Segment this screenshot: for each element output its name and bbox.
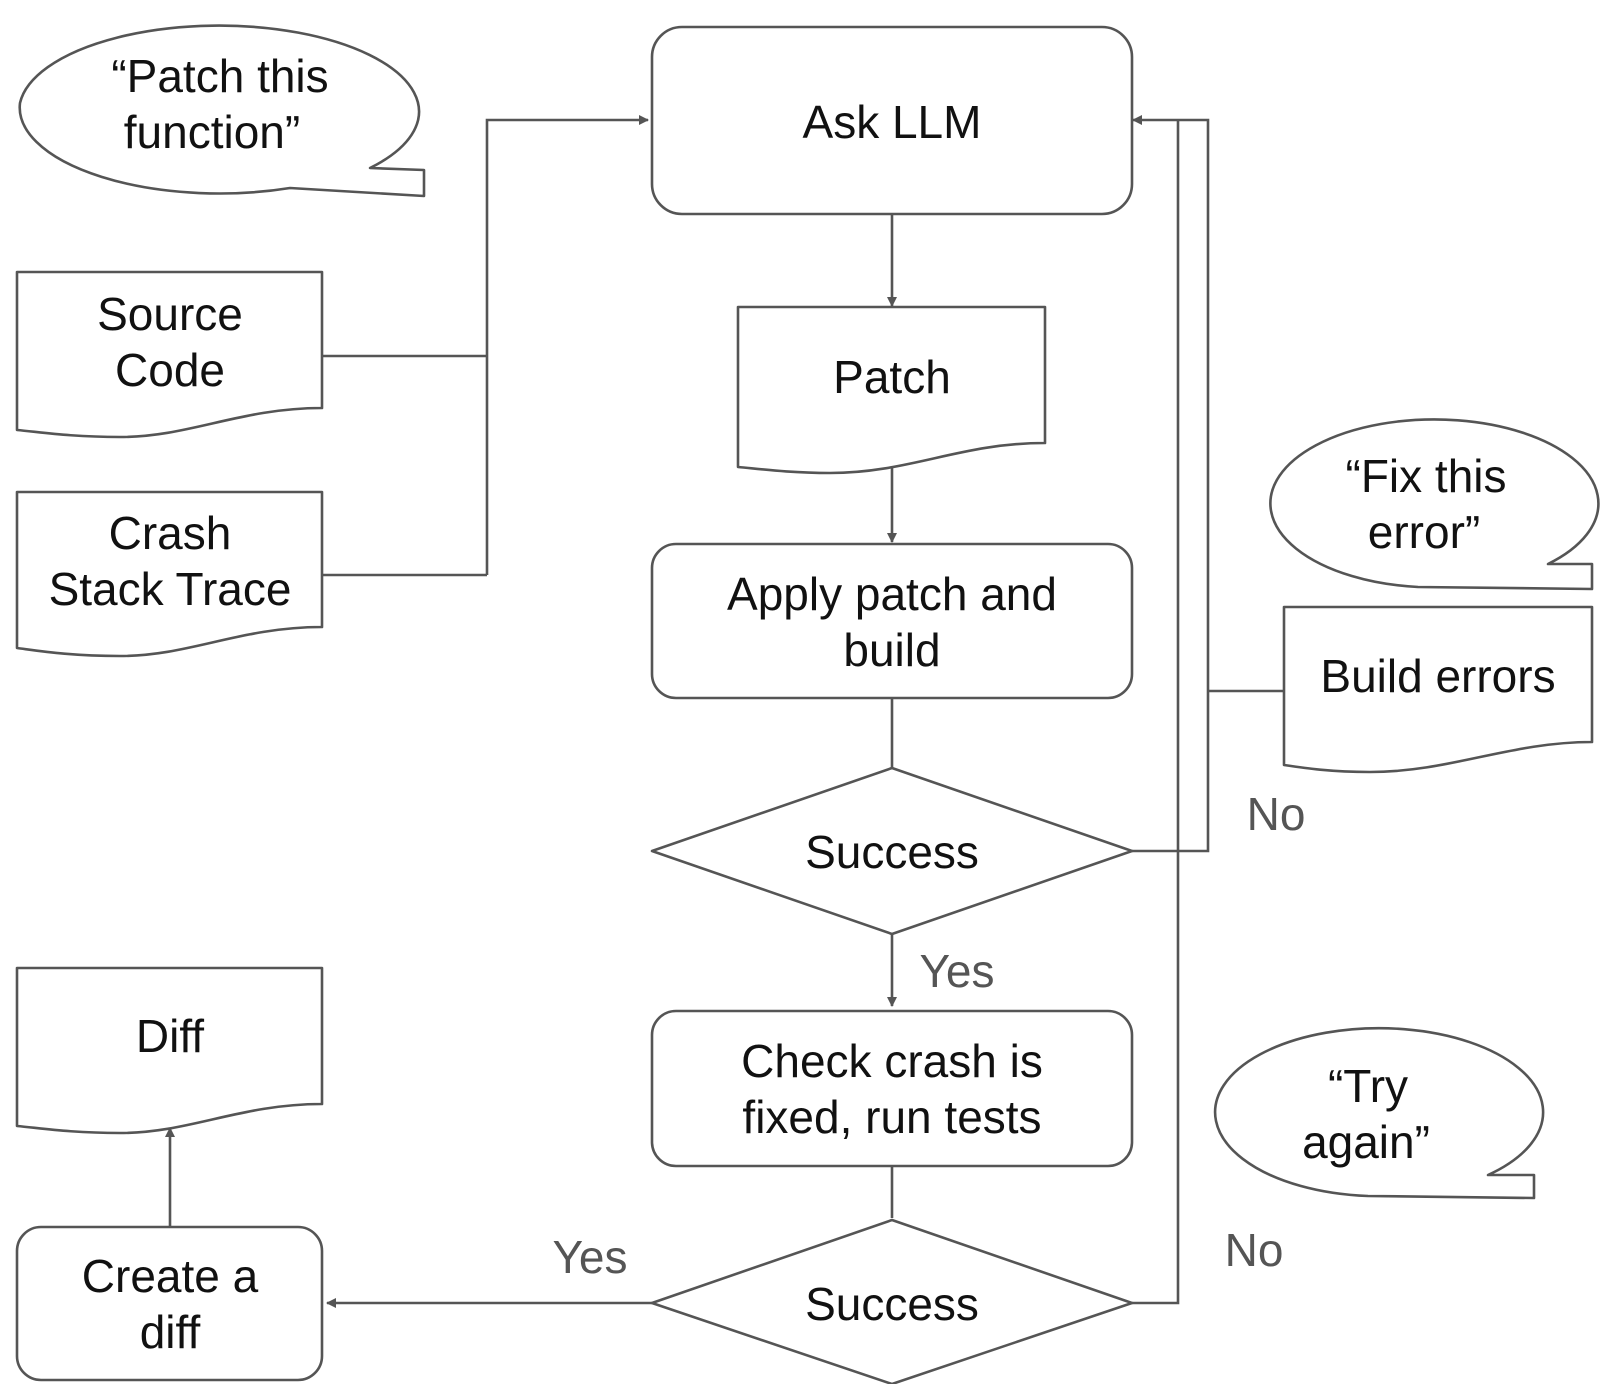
edge-label-build-no: No [1247, 788, 1306, 840]
bubble-try-again-line1: “Try [1328, 1060, 1408, 1112]
doc-patch-label: Patch [833, 351, 951, 403]
process-apply-line2: build [843, 624, 940, 676]
process-create-diff: Create a diff [15, 1225, 324, 1382]
process-check-crash: Check crash is fixed, run tests [650, 1009, 1134, 1168]
process-ask-llm: Ask LLM [650, 25, 1134, 216]
connector-build-no-loop [1132, 115, 1210, 853]
process-ask-llm-label: Ask LLM [803, 96, 982, 148]
decision-success-build-label: Success [805, 826, 979, 878]
doc-crash-stack-trace: Crash Stack Trace [15, 490, 324, 658]
doc-crash-trace-line2: Stack Trace [49, 563, 292, 615]
connector-merge-to-ask-llm [485, 115, 649, 575]
doc-source-code-line2: Code [115, 344, 225, 396]
bubble-patch-function-line2: function” [124, 106, 300, 158]
decision-success-tests-label: Success [805, 1278, 979, 1330]
doc-patch: Patch [736, 305, 1047, 475]
bubble-patch-function: “Patch this function” [18, 24, 426, 198]
doc-build-errors-label: Build errors [1320, 650, 1555, 702]
bubble-try-again: “Try again” [1213, 1026, 1545, 1200]
process-create-diff-line1: Create a [82, 1250, 259, 1302]
bubble-try-again-line2: again” [1302, 1116, 1430, 1168]
process-apply-line1: Apply patch and [727, 568, 1057, 620]
process-apply-patch-build: Apply patch and build [650, 542, 1134, 700]
doc-source-code-line1: Source [97, 288, 243, 340]
doc-diff: Diff [15, 966, 324, 1135]
connector-tests-no-loop [1132, 120, 1180, 1305]
doc-diff-label: Diff [136, 1010, 204, 1062]
process-check-line1: Check crash is [741, 1035, 1043, 1087]
doc-build-errors: Build errors [1282, 605, 1594, 774]
bubble-fix-error: “Fix this error” [1269, 418, 1600, 591]
process-check-line2: fixed, run tests [742, 1091, 1041, 1143]
process-create-diff-line2: diff [140, 1306, 201, 1358]
decision-success-tests: Success [650, 1218, 1134, 1384]
edge-label-tests-yes: Yes [552, 1231, 627, 1283]
edge-label-build-yes: Yes [919, 945, 994, 997]
bubble-fix-error-line1: “Fix this [1346, 450, 1507, 502]
decision-success-build: Success [650, 766, 1134, 936]
bubble-patch-function-line1: “Patch this [111, 50, 328, 102]
edge-label-tests-no: No [1225, 1224, 1284, 1276]
doc-source-code: Source Code [15, 270, 324, 439]
doc-crash-trace-line1: Crash [109, 507, 232, 559]
bubble-fix-error-line2: error” [1368, 506, 1480, 558]
